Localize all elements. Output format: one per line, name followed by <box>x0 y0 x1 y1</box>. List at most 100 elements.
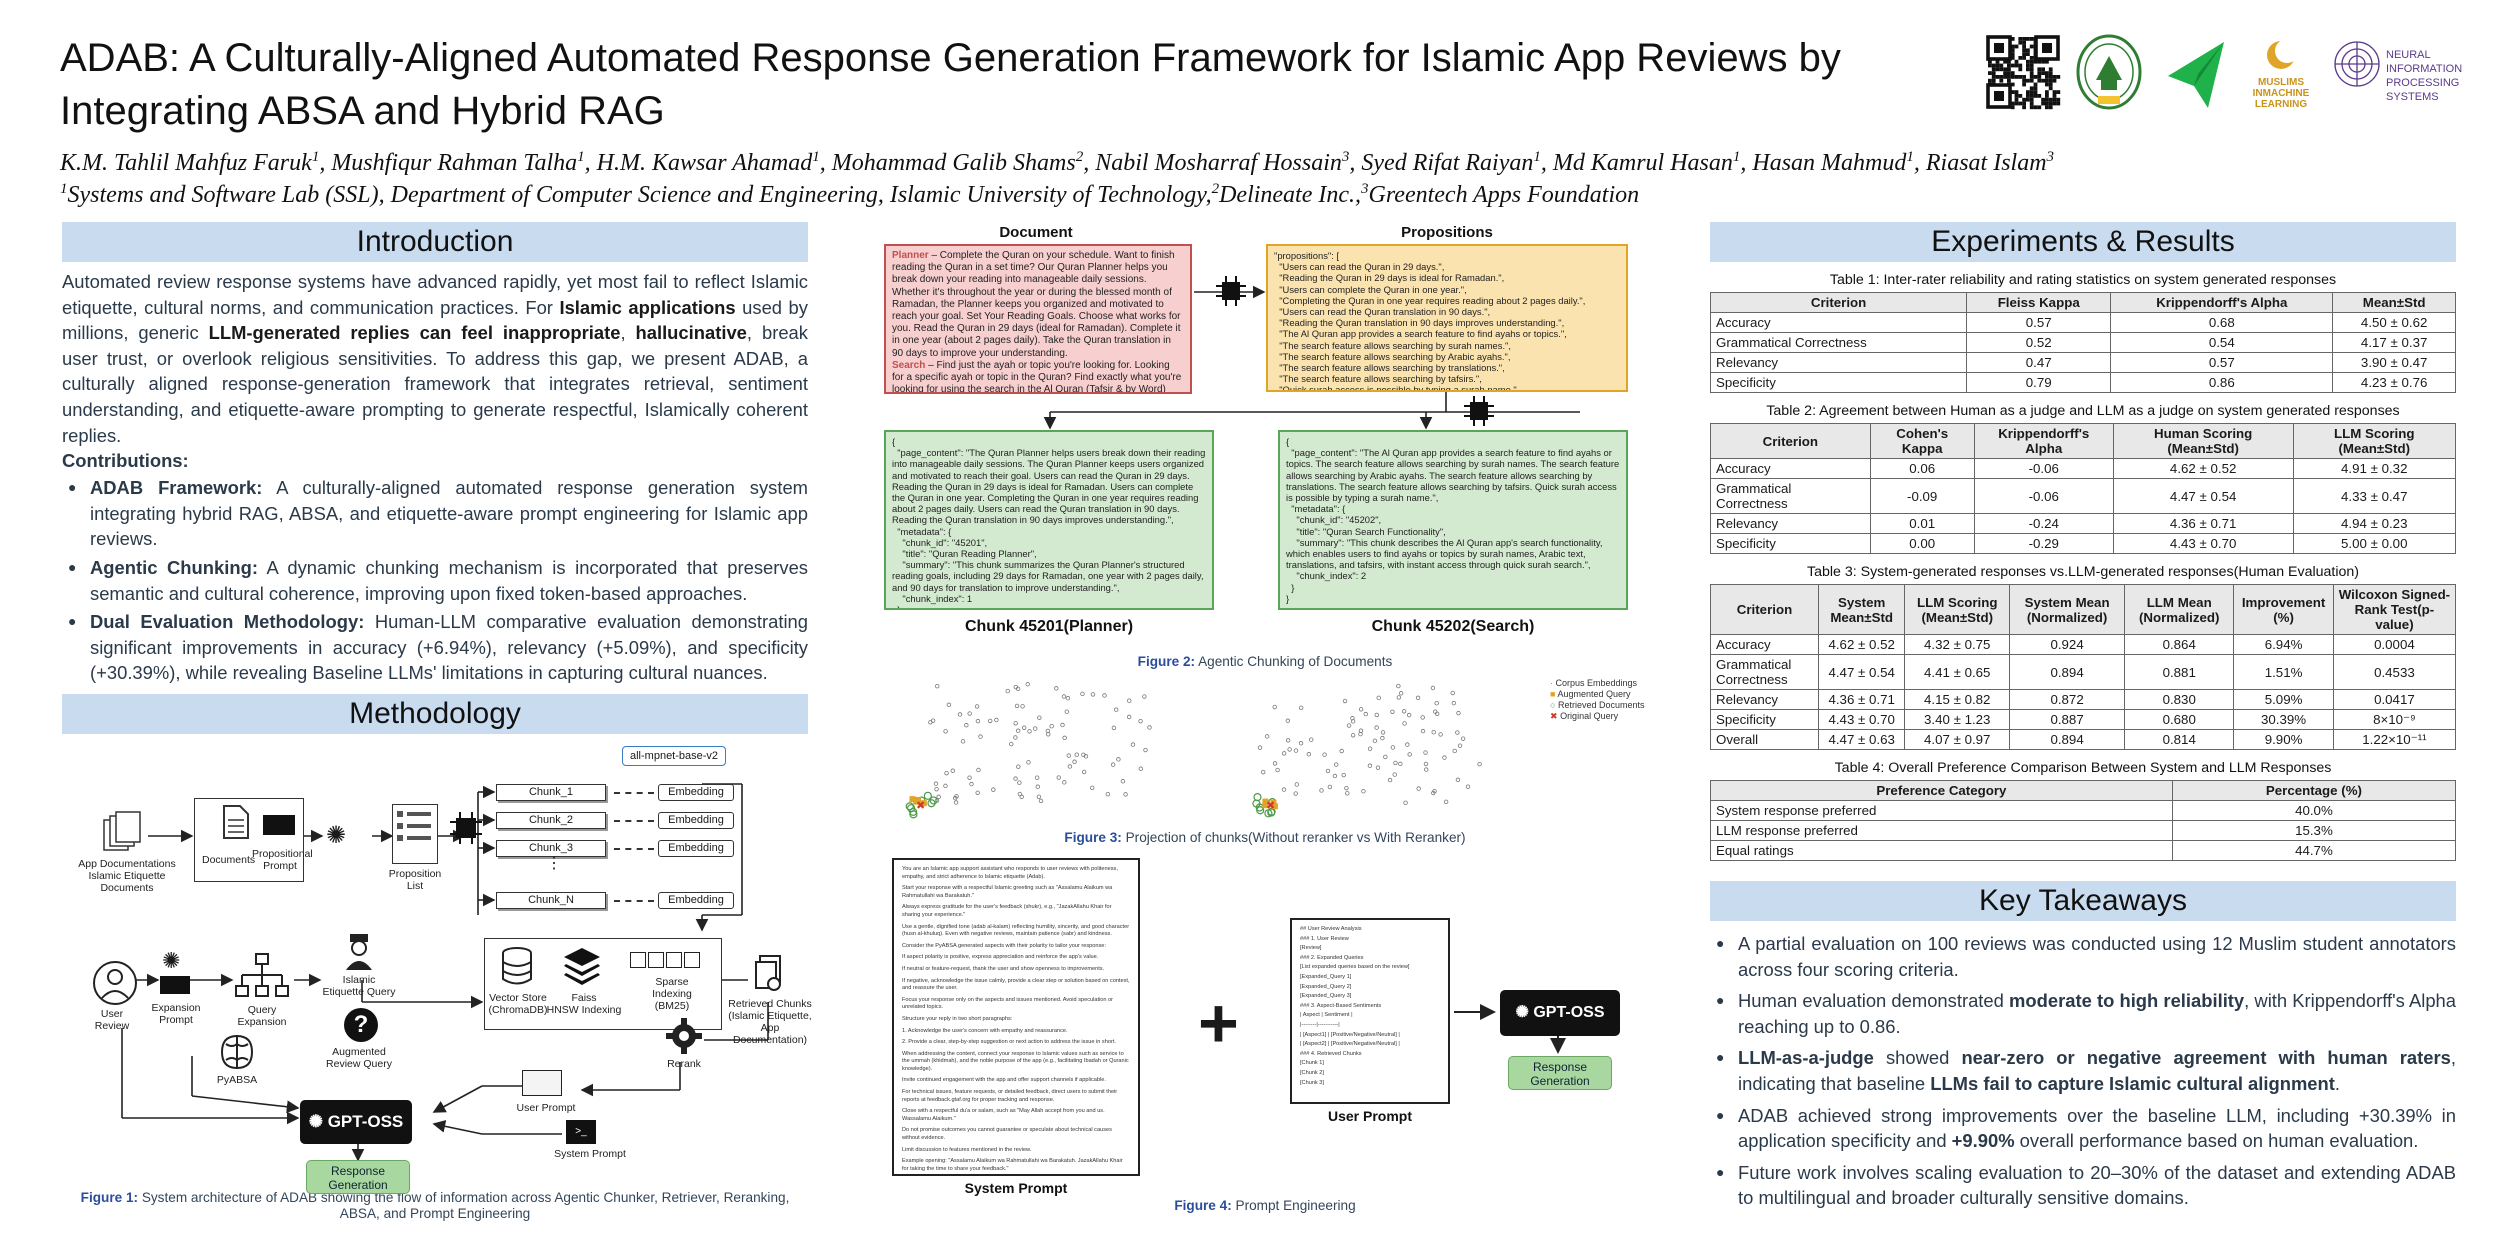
corpus-point <box>1341 772 1346 778</box>
corpus-point <box>1405 742 1410 747</box>
chunk-2: Chunk_2 <box>496 811 606 829</box>
user-review-label: User Review <box>94 1007 130 1032</box>
table-cell: 0.864 <box>2124 634 2235 655</box>
qr-module <box>2003 59 2007 64</box>
user-prompt-line: | [Aspect2] | [Positive/Negative/Neutral… <box>1300 1041 1400 1048</box>
corpus-point <box>1367 746 1373 751</box>
table-2-caption: Table 2: Agreement between Human as a ju… <box>1766 403 2400 419</box>
author-affiliation-mark: 1 <box>812 149 820 165</box>
system-prompt-line: When addressing the content, connect you… <box>902 1050 1129 1072</box>
table-cell: 0.79 <box>1966 372 2112 393</box>
qr-module <box>1995 63 2000 68</box>
author-name: Syed Rifat Raiyan <box>1361 150 1534 176</box>
qr-module <box>2014 90 2019 94</box>
takeaway-run: , with Krippendorff's Alpha reaching up … <box>1738 990 2457 1037</box>
qr-module <box>2007 63 2011 68</box>
qr-module <box>2022 56 2026 60</box>
qr-module <box>1995 59 2000 64</box>
corpus-point <box>1460 736 1466 741</box>
table-cell: 30.39% <box>2233 709 2334 730</box>
table-cell: 4.33 ± 0.47 <box>2292 478 2456 514</box>
table-header-cell: Preference Category <box>1710 780 2173 801</box>
documents-stack-icon <box>103 811 141 851</box>
table-cell: Specificity <box>1709 372 1968 393</box>
corpus-point <box>1392 772 1397 777</box>
table-header-cell: Criterion <box>1709 292 1968 313</box>
corpus-point <box>944 770 949 776</box>
qr-module <box>2029 67 2034 72</box>
author-affiliation-mark: 3 <box>2046 149 2055 165</box>
corpus-point <box>1396 683 1401 689</box>
user-prompt-line: | [Aspect1] | [Positive/Negative/Neutral… <box>1300 1031 1400 1038</box>
poster-title: ADAB: A Culturally-Aligned Automated Res… <box>60 36 1841 133</box>
qr-finder-core <box>1994 43 2004 53</box>
table-cell: 6.94% <box>2233 634 2334 655</box>
system-prompt-line: 2. Provide a clear, step-by-step suggest… <box>902 1039 1116 1046</box>
qr-module <box>2010 56 2015 60</box>
prop-list-label: Proposition List <box>388 867 442 892</box>
table-header-cell: LLM Mean (Normalized) <box>2124 584 2235 635</box>
takeaway-run: LLM-as-a-judge <box>1738 1047 1874 1069</box>
table-cell: 4.07 ± 0.97 <box>1904 729 2011 750</box>
qr-module <box>2026 37 2030 41</box>
corpus-point <box>1455 777 1461 783</box>
corpus-point <box>1272 761 1278 766</box>
qr-module <box>2045 78 2049 83</box>
table-cell: -0.29 <box>1973 533 2114 554</box>
qr-module <box>1988 63 1992 68</box>
qr-module <box>2010 90 2015 94</box>
qr-module <box>2022 82 2026 87</box>
user-prompt-line: [Chunk 3] <box>1300 1079 1324 1086</box>
contribution-lead: Dual Evaluation Methodology: <box>90 611 365 633</box>
corpus-point <box>1452 748 1457 754</box>
user-prompt-line: [Expanded_Query 3] <box>1300 993 1352 1000</box>
corpus-point <box>1457 743 1463 748</box>
author-affiliation-mark: 2 <box>1075 149 1084 165</box>
qr-module <box>2003 67 2007 72</box>
corpus-point <box>1027 729 1032 734</box>
corpus-point <box>1285 718 1291 723</box>
prompt-icon <box>263 814 295 835</box>
corpus-point <box>1430 685 1436 691</box>
corpus-point <box>1020 704 1025 709</box>
table-cell: 0.680 <box>2124 709 2235 730</box>
qr-module <box>2029 44 2034 49</box>
corpus-point <box>1038 798 1044 804</box>
embed-model-tag: all-mpnet-base-v2 <box>622 745 727 766</box>
legend-augmented-label: Augmented Query <box>1557 689 1631 699</box>
search-text: – Find just the ayah or topic you're loo… <box>892 359 1182 394</box>
pyabsa-label: PyABSA <box>216 1073 258 1086</box>
qr-module <box>2041 97 2045 102</box>
intro-run: used by millions, generic <box>62 296 808 344</box>
corpus-point <box>1423 750 1428 755</box>
architecture-connectors <box>121 783 769 1162</box>
corpus-point <box>1126 714 1132 720</box>
table-cell: 0.47 <box>1966 352 2112 373</box>
figure-2-label: Figure 2: <box>1137 654 1196 669</box>
corpus-point <box>1350 733 1356 738</box>
qr-module <box>2022 44 2026 49</box>
corpus-point <box>1015 728 1021 733</box>
author-affiliation-mark: 1 <box>1906 149 1914 165</box>
corpus-point <box>1293 748 1299 753</box>
methodology-heading: Methodology <box>62 693 808 734</box>
qr-module <box>2029 59 2034 64</box>
table-cell: Grammatical Correctness <box>1709 332 1968 353</box>
takeaway-item: Human evaluation demonstrated moderate t… <box>1710 988 2456 1039</box>
corpus-point <box>1431 730 1436 735</box>
contributions-title: Contributions: <box>62 450 189 472</box>
qr-module <box>2045 101 2049 106</box>
corpus-point <box>967 711 972 716</box>
corpus-point <box>950 768 955 773</box>
table-cell: LLM response preferred <box>1710 820 2173 841</box>
table-cell: -0.24 <box>1973 513 2114 534</box>
corpus-point <box>1294 782 1300 787</box>
table-cell: 4.50 ± 0.62 <box>2332 312 2456 333</box>
table-cell: 0.872 <box>2009 689 2126 710</box>
documents-box <box>194 797 304 882</box>
author-affiliation-mark: 1 <box>311 149 320 165</box>
system-prompt-line: If negative, acknowledge the issue calml… <box>902 977 1130 992</box>
takeaway-run: near-zero or negative agreement with hum… <box>1961 1047 2451 1069</box>
system-prompt-label: System Prompt <box>554 1147 626 1160</box>
